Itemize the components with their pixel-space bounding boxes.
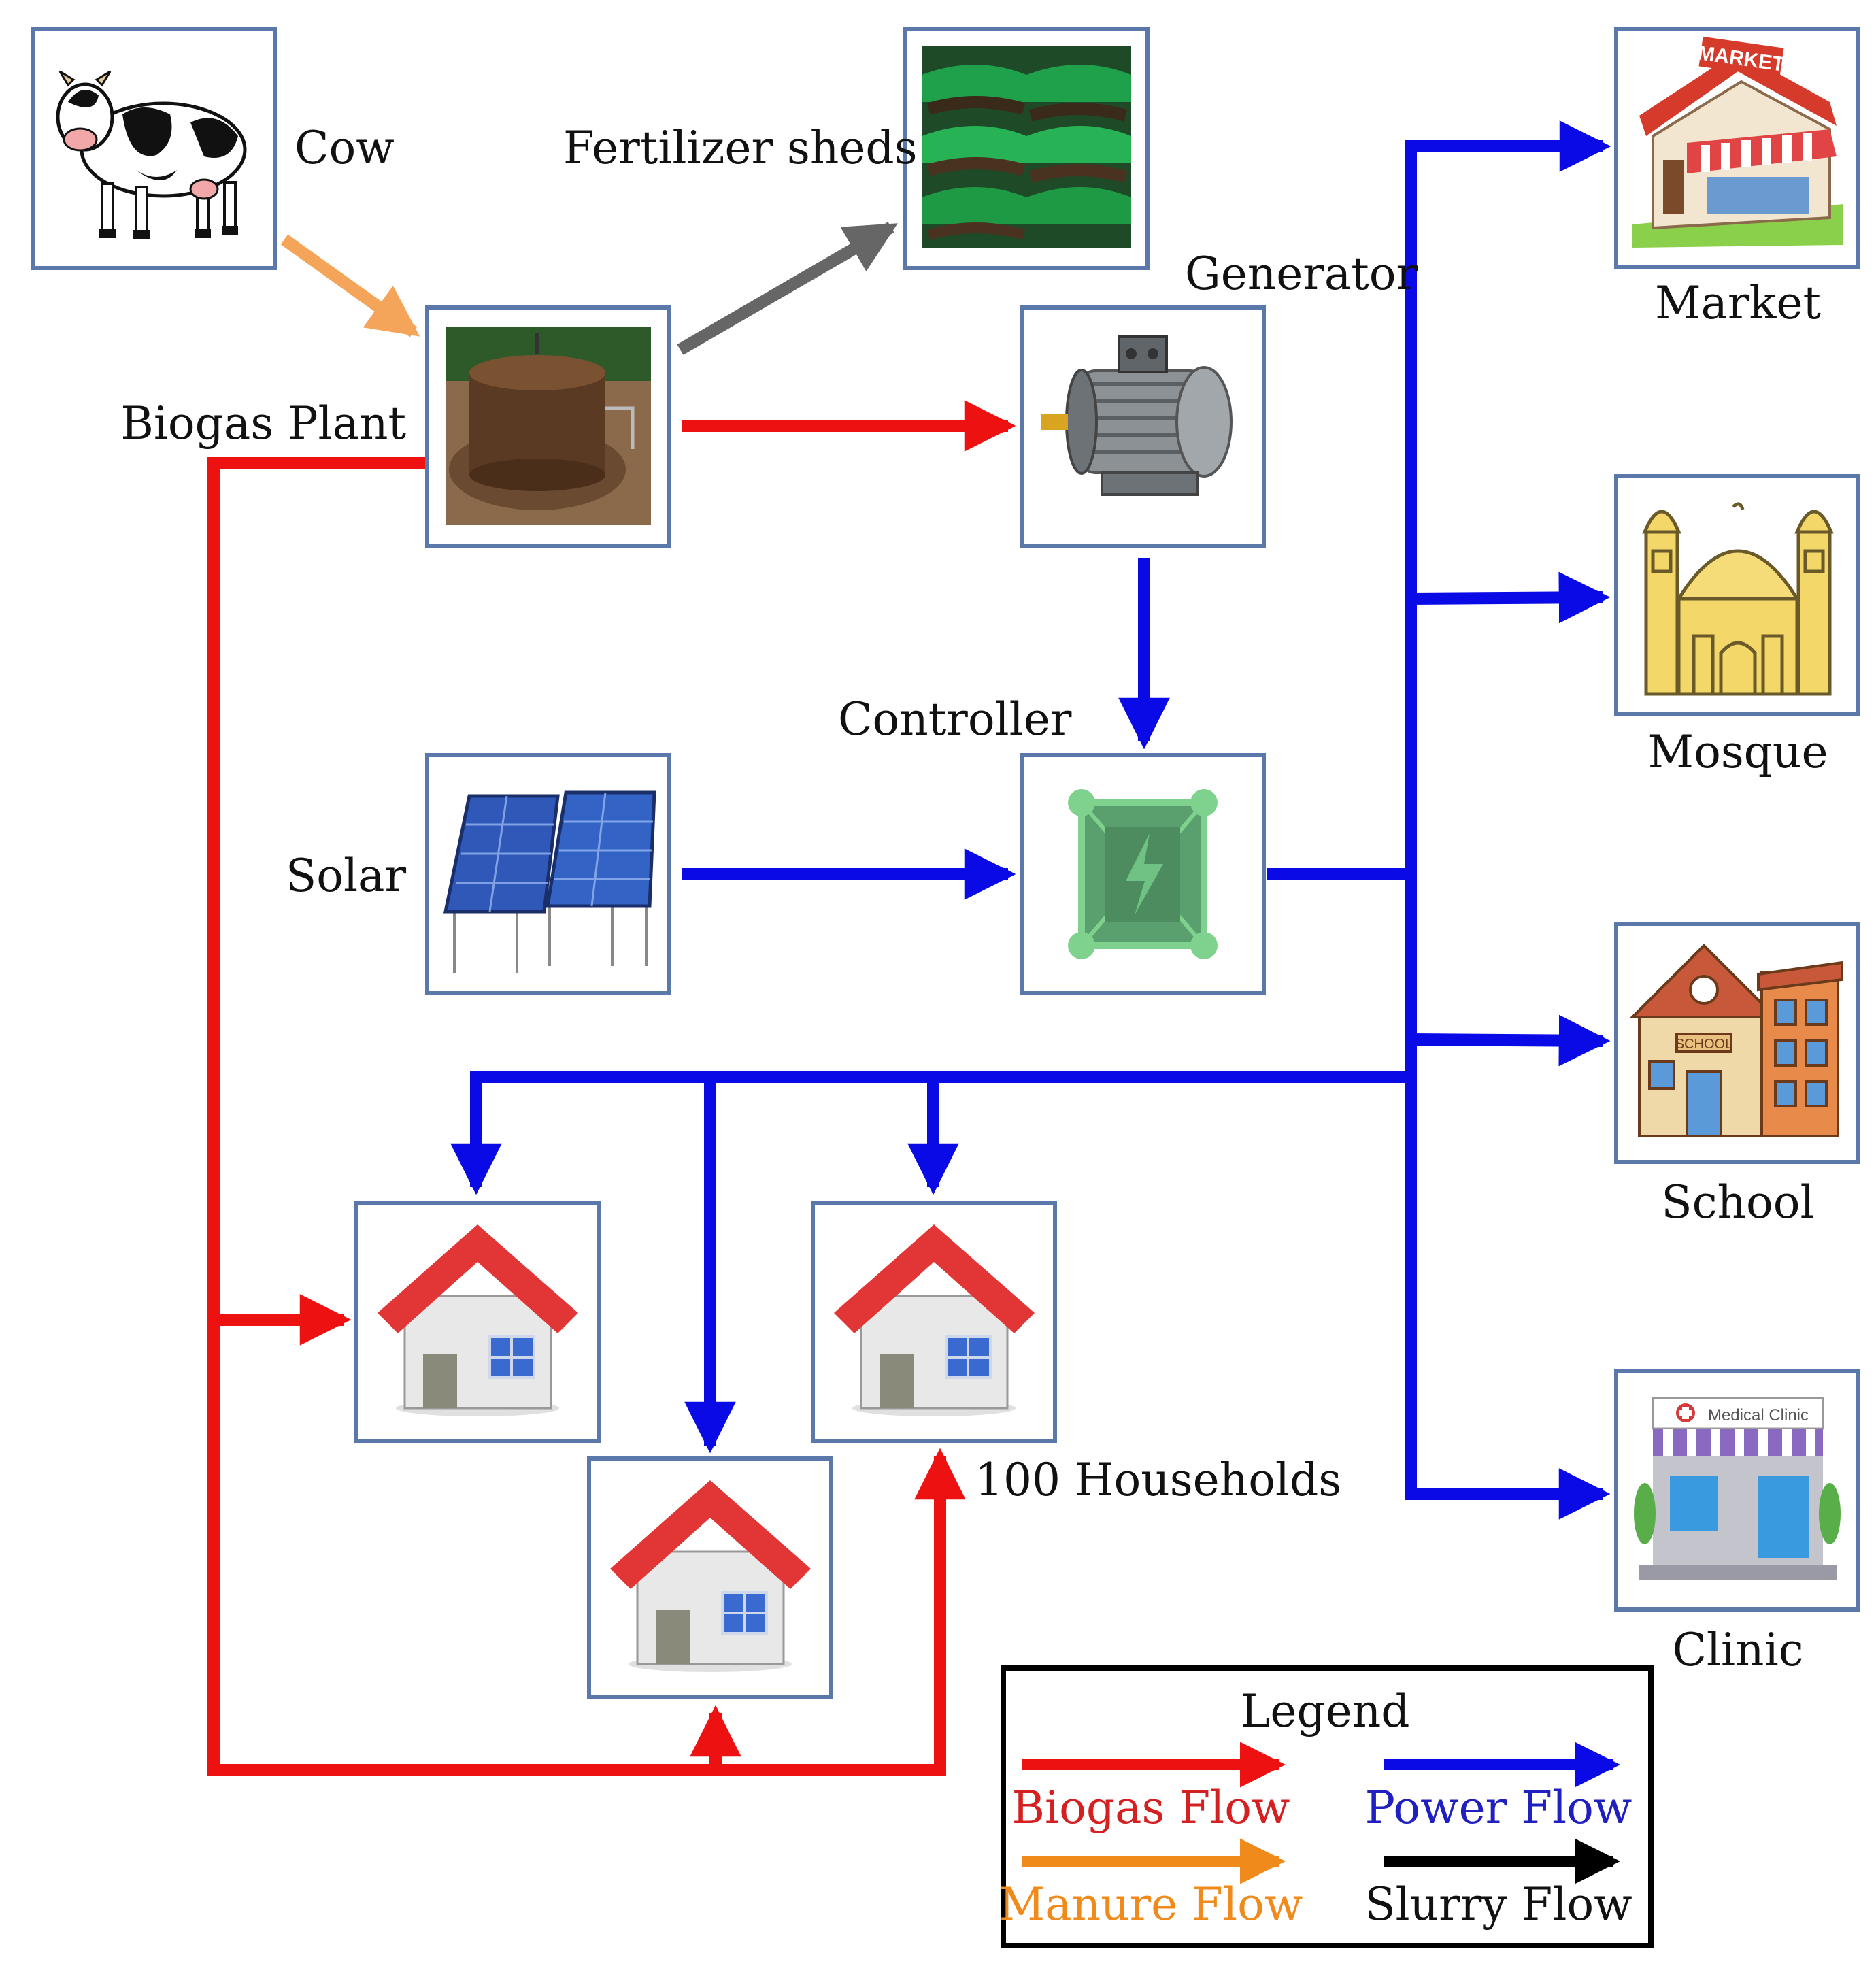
school-sign-text: SCHOOL <box>1675 1037 1732 1052</box>
manure-flow-arrow <box>280 234 420 337</box>
households-label: 100 Households <box>975 1454 1341 1506</box>
house-icon <box>378 1224 578 1416</box>
controller-icon <box>1068 789 1218 959</box>
legend-title: Legend <box>1241 1685 1410 1737</box>
power-to-school-arrow <box>1410 1014 1611 1067</box>
fertilizer-node <box>903 27 1150 270</box>
cow-node <box>31 27 277 270</box>
clinic-node: Medical Clinic <box>1614 1369 1860 1612</box>
controller-node <box>1020 753 1266 995</box>
controller-label: Controller <box>838 693 1072 746</box>
fertilizer-label: Fertilizer sheds <box>563 122 918 174</box>
generator-node <box>1020 305 1266 548</box>
house-icon <box>834 1224 1035 1416</box>
market-building-icon: MARKET <box>1632 36 1843 248</box>
solar-label: Solar <box>286 850 406 902</box>
house-icon <box>610 1480 811 1672</box>
cow-icon <box>56 70 247 239</box>
household-node-2 <box>587 1456 833 1699</box>
flow-lines <box>207 120 1611 1776</box>
fertilizer-shed-icon <box>922 46 1131 248</box>
household-node-3 <box>811 1201 1057 1443</box>
legend-manure-label: Manure Flow <box>999 1878 1303 1931</box>
school-label: School <box>1661 1176 1814 1229</box>
legend-biogas-label: Biogas Flow <box>1012 1782 1290 1834</box>
biogas-trunk-line <box>207 457 966 1776</box>
mosque-icon <box>1642 502 1834 696</box>
generator-label: Generator <box>1185 248 1418 300</box>
power-bus-line <box>1405 140 1611 1520</box>
market-node: MARKET <box>1614 27 1860 269</box>
cow-label: Cow <box>295 122 395 174</box>
legend: Legend Biogas Flow Power Flow Manure Flo… <box>999 1665 1654 1948</box>
clinic-sign-text: Medical Clinic <box>1708 1406 1809 1424</box>
power-to-mosque-arrow <box>1410 571 1611 624</box>
solar-node <box>425 753 671 995</box>
legend-power-label: Power Flow <box>1365 1782 1632 1834</box>
school-building-icon: SCHOOL <box>1629 944 1843 1137</box>
clinic-label: Clinic <box>1672 1624 1803 1676</box>
household-node-1 <box>354 1201 601 1443</box>
legend-slurry-label: Slurry Flow <box>1364 1878 1632 1931</box>
mosque-node <box>1614 474 1860 716</box>
clinic-building-icon: Medical Clinic <box>1634 1397 1841 1580</box>
biogas-plant-icon <box>446 327 651 525</box>
generator-icon <box>1041 335 1233 496</box>
biogas-plant-label: Biogas Plant <box>120 397 406 450</box>
school-node: SCHOOL <box>1614 922 1860 1164</box>
power-household-line <box>450 1071 1411 1195</box>
mosque-label: Mosque <box>1648 726 1828 778</box>
biogas-plant-node <box>425 305 671 548</box>
market-label: Market <box>1655 277 1821 329</box>
slurry-flow-arrow <box>677 222 898 355</box>
solar-panel-icon <box>443 790 656 973</box>
